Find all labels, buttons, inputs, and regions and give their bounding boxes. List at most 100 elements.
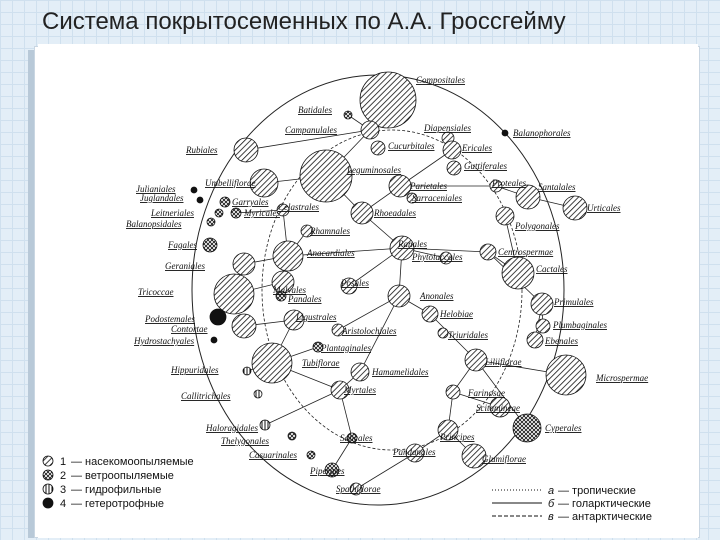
label-salicales: Salicales [340, 433, 373, 443]
node-plumbaginales [535, 318, 551, 334]
node-celastrales [276, 203, 290, 217]
legend-number-1: 1 [60, 456, 66, 468]
node-cucurbitales [370, 140, 386, 156]
label-anacardiales: Anacardiales [306, 248, 355, 258]
label-piperales: Piperales [309, 466, 345, 476]
node-anacardiales [272, 240, 304, 272]
node-triuridales [437, 327, 449, 339]
label-compositales: Compositales [416, 75, 466, 85]
label-sarraceniales: Sarraceniales [412, 193, 462, 203]
node-principes [437, 419, 459, 441]
node-anonales [387, 284, 411, 308]
node-callitrichales [253, 389, 263, 399]
node-rhoeadales [350, 201, 374, 225]
label-primulales: Primulales [553, 297, 594, 307]
node-hamamelidales [350, 362, 370, 382]
label-podostemales: Podostemales [144, 314, 195, 324]
node-sarraceniales [406, 192, 418, 204]
node-rubiales [233, 137, 259, 163]
node-myricales [230, 207, 242, 219]
label-principes: Principes [439, 432, 475, 442]
label-phytolaccales: Phytolaccales [411, 252, 463, 262]
edge-anonales-hamamelidales [359, 295, 400, 373]
label-pandales: Pandales [287, 294, 322, 304]
node-leguminosales [299, 149, 353, 203]
slide-title: Система покрытосеменных по А.А. Гроссгей… [42, 8, 566, 35]
label-microspermae: Microspermae [595, 373, 648, 383]
node-juglandales [196, 196, 204, 204]
edge-campanulales-rubiales [245, 129, 371, 151]
node-primulales [530, 292, 554, 316]
node-glumiflorae [461, 443, 487, 469]
node-umbelliflorae [249, 168, 279, 198]
node-aristolochiales [331, 323, 345, 337]
legend-key-2: б [548, 498, 555, 510]
legend-text-1: — насекомоопыляемые [71, 456, 194, 468]
label-garryales: Garryales [232, 197, 269, 207]
label-geraniales: Geraniales [165, 261, 205, 271]
label-rhamnales: Rhamnales [309, 226, 350, 236]
node-leitneriales [214, 208, 224, 218]
node-piperales [324, 462, 340, 478]
label-casuarinales: Casuarinales [249, 450, 298, 460]
node-rhamnales [300, 224, 314, 238]
edge-myrtales-haloragidales [264, 389, 341, 426]
label-balanophorales: Balanophorales [513, 128, 571, 138]
node-helobiae [421, 305, 439, 323]
label-balanopsidales: Balanopsidales [126, 219, 182, 229]
node-cyperales [512, 413, 542, 443]
node-spathiflorae [349, 482, 363, 496]
node-campanulales [360, 120, 380, 140]
label-rhoeadales: Rhoeadales [373, 208, 416, 218]
node-proteales [489, 179, 503, 193]
label-urticales: Urticales [587, 203, 621, 213]
label-helobiae: Helobiae [439, 309, 473, 319]
legend-number-4: 4 [60, 498, 66, 510]
node-ebenales [526, 331, 544, 349]
label-cyperales: Cyperales [545, 423, 582, 433]
label-contortae: Contortae [171, 324, 208, 334]
legend-symbol-4 [42, 497, 54, 509]
label-ranales: Ranales [397, 239, 427, 249]
label-myricales: Myricales [243, 208, 280, 218]
node-fagales [202, 237, 218, 253]
inner-oval [261, 129, 523, 451]
edge-ranales-centrospermae [401, 247, 489, 253]
label-batidales: Batidales [298, 105, 332, 115]
label-triuridales: Triuridales [448, 330, 489, 340]
edge-anonales-aristolochiales [337, 295, 400, 331]
node-urticales [562, 195, 588, 221]
node-santalales [515, 184, 541, 210]
node-cactales [501, 256, 535, 290]
legend-label-2: — голарктические [558, 498, 651, 510]
node-casuarinales [306, 450, 316, 460]
label-plantaginales: Plantaginales [320, 343, 371, 353]
label-julianiales: Julianiales [136, 184, 176, 194]
node-pandales [275, 290, 287, 302]
node-batidales [343, 110, 353, 120]
node-garryales [219, 196, 231, 208]
label-haloragidales: Haloragidales [205, 423, 258, 433]
label-campanulales: Campanulales [285, 125, 337, 135]
label-rubiales: Rubiales [185, 145, 218, 155]
node-ligustrales [283, 309, 305, 331]
label-parietales: Parietales [409, 181, 447, 191]
legend-label-3: — антарктические [558, 511, 652, 523]
legend-text-3: — гидрофильные [71, 484, 161, 496]
node-julianiales [190, 186, 198, 194]
label-anonales: Anonales [419, 291, 454, 301]
legend-text-4: — гетеротрофные [71, 498, 164, 510]
node-phytolaccales [439, 251, 453, 265]
legend-number-3: 3 [60, 484, 66, 496]
label-hamamelidales: Hamamelidales [371, 367, 429, 377]
label-santalales: Santalales [538, 182, 576, 192]
edge-ranales-anacardiales [287, 247, 403, 257]
label-posales: Posales [340, 278, 369, 288]
node-farinosae [445, 384, 461, 400]
node-tricoccae [213, 273, 255, 315]
node-contortae [231, 313, 257, 339]
label-glumiflorae: Glumiflorae [482, 454, 526, 464]
label-farinosae: Farinosae [467, 388, 505, 398]
